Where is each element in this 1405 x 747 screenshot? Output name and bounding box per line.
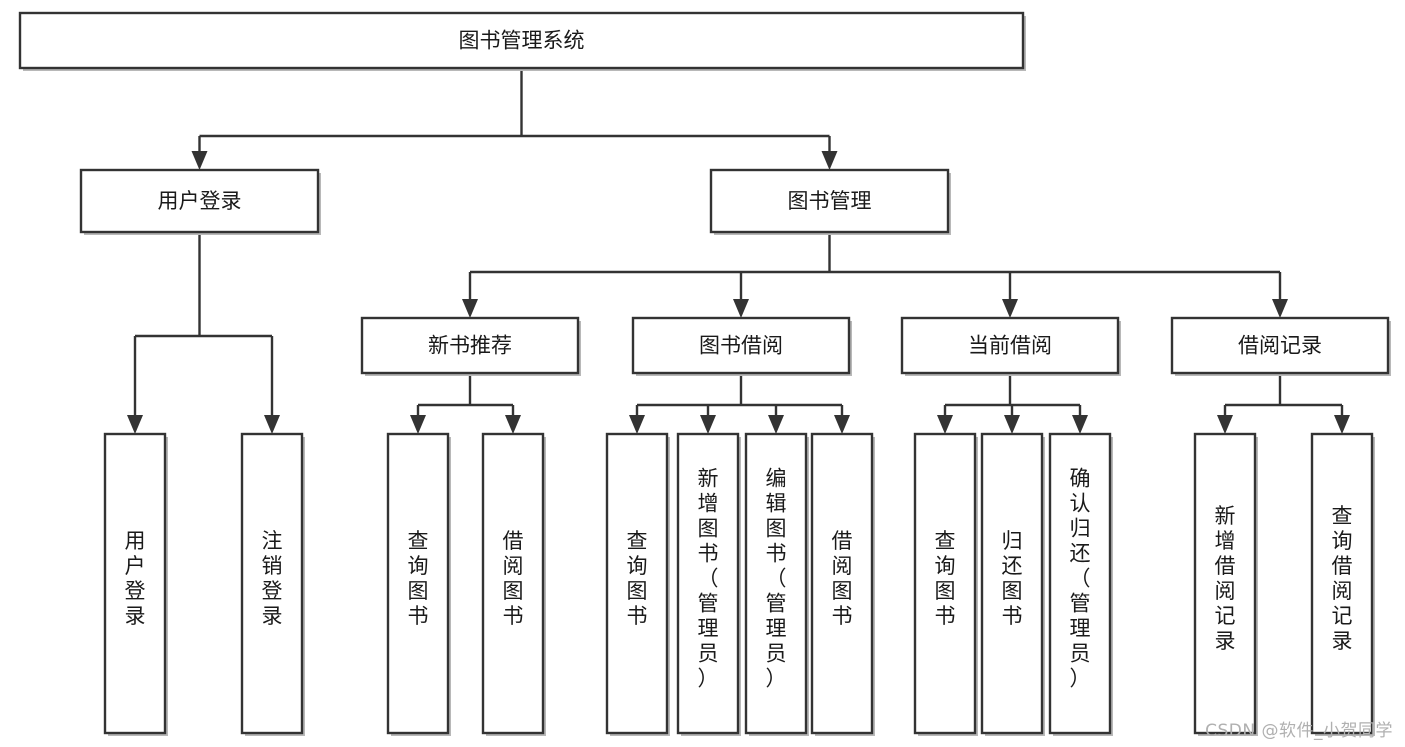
node-label: 查询图书 (408, 529, 429, 628)
node-leaf-借阅图书-7[interactable]: 借阅图书 (810, 432, 875, 736)
node-l3-当前借阅-2[interactable]: 当前借阅 (900, 316, 1121, 376)
node-rect (676, 432, 740, 735)
node-rect (913, 432, 977, 735)
node-rect (360, 316, 580, 375)
node-label: 借阅记录 (1238, 334, 1322, 358)
node-rect (605, 432, 669, 735)
node-leaf-新增借阅记录-11[interactable]: 新增借阅记录 (1193, 432, 1258, 736)
arrow-head-icon (264, 415, 280, 434)
node-rect (900, 316, 1120, 375)
connector-借阅记录-to-leaves (1217, 373, 1350, 434)
node-rect (386, 432, 450, 735)
node-leaf-借阅图书-3[interactable]: 借阅图书 (481, 432, 546, 736)
node-l3-图书借阅-1[interactable]: 图书借阅 (631, 316, 852, 376)
node-label: 查询图书 (935, 529, 956, 628)
node-label: 归还图书 (1002, 529, 1023, 628)
node-leaf-查询借阅记录-12[interactable]: 查询借阅记录 (1310, 432, 1375, 736)
node-label: 借阅图书 (832, 529, 853, 628)
node-leaf-查询图书-4[interactable]: 查询图书 (605, 432, 670, 736)
node-label: 确认归还（管理员） (1070, 467, 1091, 691)
node-leaf-注销登录-1[interactable]: 注销登录 (240, 432, 305, 736)
node-rect (240, 432, 304, 735)
node-label: 新书推荐 (428, 334, 512, 358)
node-rect (79, 168, 320, 234)
node-rect (709, 168, 950, 234)
node-rect (1048, 432, 1112, 735)
node-label: 新增图书（管理员） (698, 467, 719, 691)
node-leaf-查询图书-8[interactable]: 查询图书 (913, 432, 978, 736)
node-label: 借阅图书 (503, 529, 524, 628)
arrow-head-icon (768, 415, 784, 434)
arrow-head-icon (1072, 415, 1088, 434)
arrow-head-icon (191, 151, 208, 170)
connector-root-to-level2 (191, 68, 838, 170)
connector-图书借阅-to-leaves (629, 373, 850, 434)
node-l3-借阅记录-3[interactable]: 借阅记录 (1170, 316, 1391, 376)
arrow-head-icon (505, 415, 521, 434)
node-rect (1170, 316, 1390, 375)
node-rect (103, 432, 167, 735)
node-rect (631, 316, 851, 375)
arrow-head-icon (1272, 299, 1288, 318)
node-l2-用户登录-0[interactable]: 用户登录 (79, 168, 321, 235)
connector-book-mgmt-to-level3 (462, 232, 1288, 318)
node-label: 图书管理系统 (459, 29, 585, 53)
edge-layer (127, 68, 1350, 434)
node-rect (1310, 432, 1374, 735)
arrow-head-icon (1334, 415, 1350, 434)
arrow-head-icon (462, 299, 478, 318)
connector-当前借阅-to-leaves (937, 373, 1088, 434)
node-l2-图书管理-1[interactable]: 图书管理 (709, 168, 951, 235)
node-leaf-归还图书-9[interactable]: 归还图书 (980, 432, 1045, 736)
arrow-head-icon (1004, 415, 1020, 434)
node-rect (1193, 432, 1257, 735)
node-root-图书管理系统-0[interactable]: 图书管理系统 (18, 11, 1026, 71)
node-rect (18, 11, 1025, 70)
node-leaf-确认归还管理员-10[interactable]: 确认归还（管理员） (1048, 432, 1113, 736)
node-label: 当前借阅 (968, 334, 1052, 358)
connector-新书推荐-to-leaves (410, 373, 521, 434)
arrow-head-icon (629, 415, 645, 434)
node-label: 用户登录 (158, 189, 242, 213)
node-label: 查询图书 (627, 529, 648, 628)
arrow-head-icon (127, 415, 143, 434)
node-leaf-查询图书-2[interactable]: 查询图书 (386, 432, 451, 736)
node-label: 查询借阅记录 (1332, 504, 1353, 653)
node-label: 用户登录 (125, 529, 146, 628)
node-leaf-新增图书管理员-5[interactable]: 新增图书（管理员） (676, 432, 741, 736)
node-label: 新增借阅记录 (1215, 504, 1236, 653)
arrow-head-icon (834, 415, 850, 434)
node-rect (810, 432, 874, 735)
arrow-head-icon (700, 415, 716, 434)
node-label: 图书借阅 (699, 334, 783, 358)
connector-user-login-to-leaves (127, 232, 280, 434)
arrow-head-icon (733, 299, 749, 318)
arrow-head-icon (1217, 415, 1233, 434)
node-label: 编辑图书（管理员） (766, 467, 787, 691)
node-label: 图书管理 (788, 189, 872, 213)
node-layer: 图书管理系统用户登录图书管理新书推荐图书借阅当前借阅借阅记录用户登录注销登录查询… (18, 11, 1391, 736)
node-leaf-编辑图书管理员-6[interactable]: 编辑图书（管理员） (744, 432, 809, 736)
node-label: 注销登录 (262, 529, 283, 628)
arrow-head-icon (937, 415, 953, 434)
node-leaf-用户登录-0[interactable]: 用户登录 (103, 432, 168, 736)
node-l3-新书推荐-0[interactable]: 新书推荐 (360, 316, 581, 376)
arrow-head-icon (821, 151, 838, 170)
node-rect (744, 432, 808, 735)
node-rect (980, 432, 1044, 735)
node-rect (481, 432, 545, 735)
arrow-head-icon (1002, 299, 1018, 318)
arrow-head-icon (410, 415, 426, 434)
